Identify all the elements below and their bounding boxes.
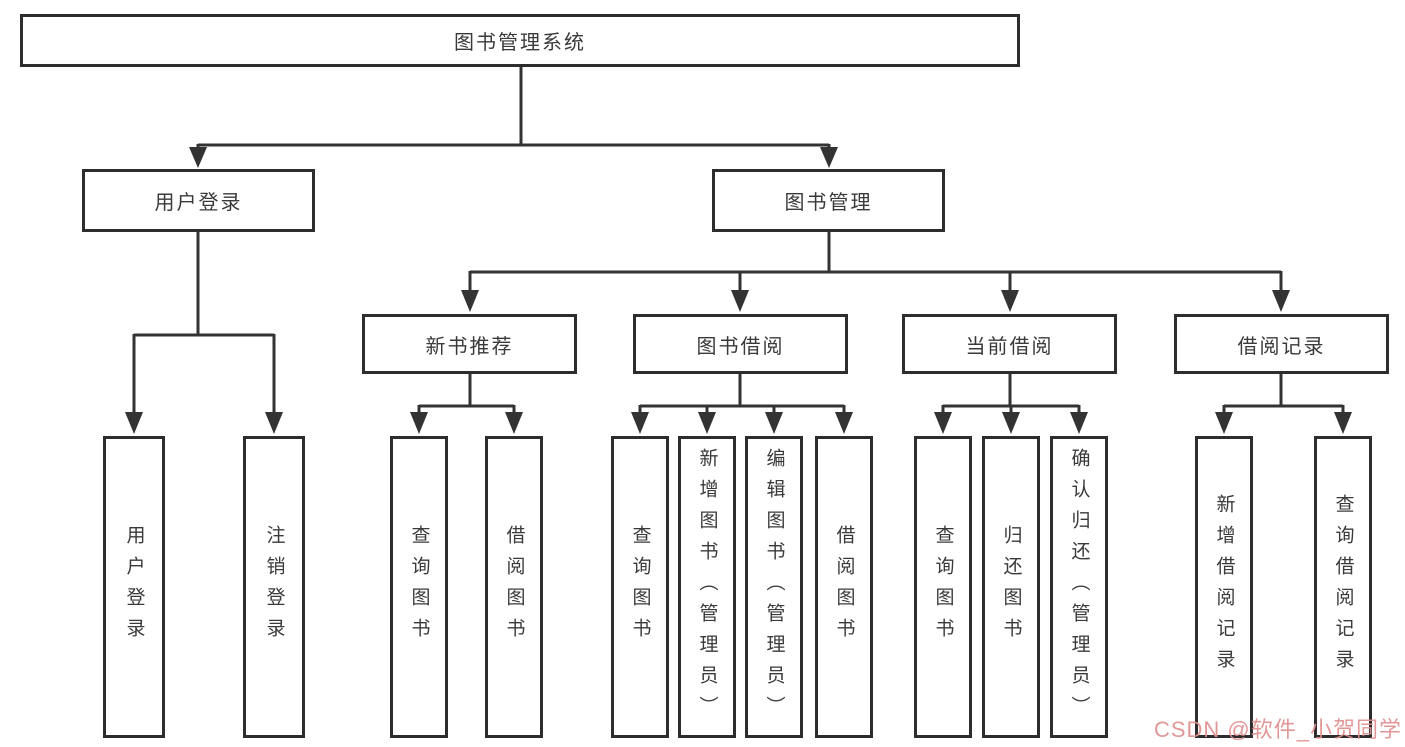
leaf-add-borrow-record-label: 新增借阅记录 bbox=[1213, 494, 1235, 680]
leaf-query-books-borrow-label: 查询图书 bbox=[629, 525, 651, 649]
leaf-query-books-current-label: 查询图书 bbox=[932, 525, 954, 649]
node-current-borrow: 当前借阅 bbox=[902, 314, 1117, 374]
leaf-add-borrow-record: 新增借阅记录 bbox=[1195, 436, 1253, 738]
leaf-query-borrow-record-label: 查询借阅记录 bbox=[1332, 494, 1354, 680]
connector-root-to-level2 bbox=[189, 67, 838, 168]
node-borrow-records: 借阅记录 bbox=[1174, 314, 1389, 374]
leaf-user-login-label: 用户登录 bbox=[123, 525, 145, 649]
leaf-add-book-admin-label: 新增图书（管理员） bbox=[696, 447, 718, 727]
leaf-edit-book-admin-label: 编辑图书（管理员） bbox=[763, 447, 785, 727]
connector-current-children bbox=[934, 374, 1088, 434]
leaf-confirm-return-admin: 确认归还（管理员） bbox=[1050, 436, 1108, 738]
leaf-borrow-books: 借阅图书 bbox=[815, 436, 873, 738]
leaf-return-books: 归还图书 bbox=[982, 436, 1040, 738]
leaf-edit-book-admin: 编辑图书（管理员） bbox=[745, 436, 803, 738]
connector-newbook-children bbox=[410, 374, 523, 434]
node-book-borrow: 图书借阅 bbox=[633, 314, 848, 374]
leaf-return-books-label: 归还图书 bbox=[1000, 525, 1022, 649]
leaf-borrow-books-recommend: 借阅图书 bbox=[485, 436, 543, 738]
leaf-query-borrow-record: 查询借阅记录 bbox=[1314, 436, 1372, 738]
leaf-logout-login: 注销登录 bbox=[243, 436, 305, 738]
node-user-login: 用户登录 bbox=[82, 169, 315, 232]
node-new-book-recommend: 新书推荐 bbox=[362, 314, 577, 374]
leaf-query-books-recommend-label: 查询图书 bbox=[408, 525, 430, 649]
connector-borrow-children bbox=[631, 374, 853, 434]
leaf-query-books-borrow: 查询图书 bbox=[611, 436, 669, 738]
leaf-borrow-books-recommend-label: 借阅图书 bbox=[503, 525, 525, 649]
leaf-query-books-recommend: 查询图书 bbox=[390, 436, 448, 738]
leaf-query-books-current: 查询图书 bbox=[914, 436, 972, 738]
leaf-confirm-return-admin-label: 确认归还（管理员） bbox=[1068, 447, 1090, 727]
connector-user-login-children bbox=[125, 232, 283, 434]
csdn-watermark: CSDN @软件_小贺同学 bbox=[1153, 717, 1402, 742]
node-root-library-system: 图书管理系统 bbox=[20, 14, 1020, 67]
connector-book-mgmt-children bbox=[461, 232, 1290, 312]
connector-records-children bbox=[1215, 374, 1352, 434]
leaf-add-book-admin: 新增图书（管理员） bbox=[678, 436, 736, 738]
leaf-user-login: 用户登录 bbox=[103, 436, 165, 738]
node-book-management: 图书管理 bbox=[712, 169, 945, 232]
leaf-logout-login-label: 注销登录 bbox=[263, 525, 285, 649]
leaf-borrow-books-label: 借阅图书 bbox=[833, 525, 855, 649]
